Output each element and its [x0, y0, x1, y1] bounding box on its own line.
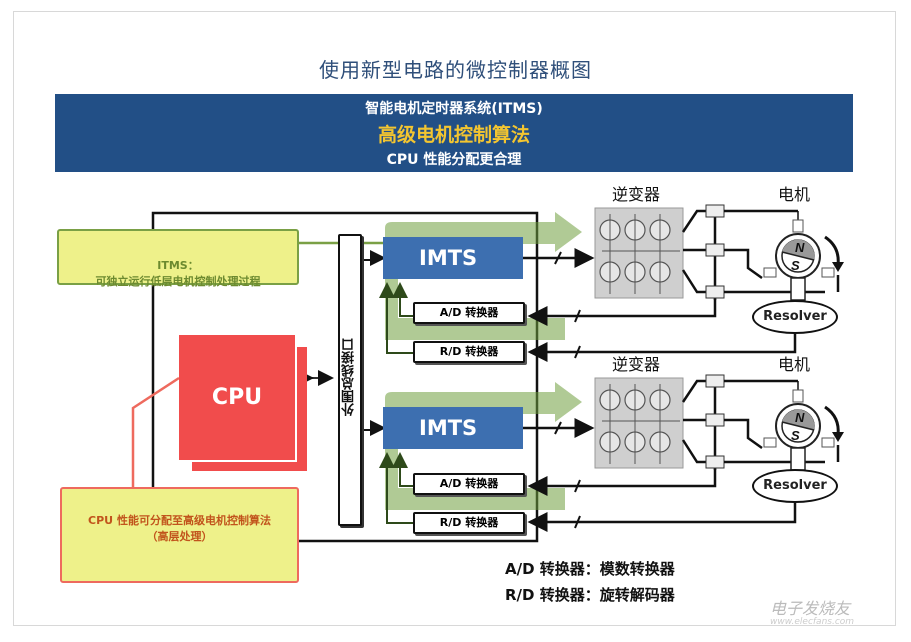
rd-converter-lower: R/D 转换器: [413, 512, 525, 534]
inverter-label-lower: 逆变器: [612, 355, 661, 374]
coil-icon: [821, 267, 835, 278]
motor-n-pole: N: [795, 240, 805, 255]
current-sensor-icon: [705, 413, 725, 427]
watermark-logo: 电子发烧友 www.elecfans.com: [770, 595, 854, 627]
header-banner: 智能电机定时器系统(ITMS) 高级电机控制算法 CPU 性能分配更合理: [55, 94, 853, 172]
cpu-label: CPU: [211, 385, 263, 410]
imts-label-lower: IMTS: [419, 416, 478, 440]
imts-block-upper: IMTS: [383, 237, 523, 279]
peripheral-bus-interface: [338, 234, 362, 526]
coil-icon: [763, 437, 777, 448]
coil-icon: [821, 437, 835, 448]
ad-converter-lower: A/D 转换器: [413, 473, 525, 495]
motor-label-lower: 电机: [778, 355, 811, 374]
itms-note-label: ITMS：: [157, 259, 199, 272]
watermark-text: 电子发烧友: [770, 599, 851, 618]
motor-s-pole: S: [791, 258, 800, 273]
ad-converter-upper: A/D 转换器: [413, 302, 525, 324]
inverter-label-upper: 逆变器: [612, 185, 661, 204]
cpu-note-connector: [131, 376, 180, 487]
imts-block-lower: IMTS: [383, 407, 523, 449]
resolver-lower: Resolver: [752, 469, 838, 503]
imts-label-upper: IMTS: [419, 246, 478, 270]
cpu-block: CPU: [179, 335, 297, 462]
peripheral-bus-label: 外围总线接口: [342, 338, 357, 416]
cpu-note-desc: CPU 性能可分配至高级电机控制算法: [88, 514, 271, 527]
coil-icon: [792, 219, 804, 233]
motor-shaft: [790, 277, 806, 301]
rotation-arrow-icon: [824, 235, 840, 266]
banner-line-algorithm: 高级电机控制算法: [377, 124, 530, 146]
banner-line-cpu: CPU 性能分配更合理: [386, 152, 522, 168]
cpu-note-sub: （高层处理）: [146, 530, 213, 543]
itms-note-desc: 可独立运行低层电机控制处理过程: [95, 275, 261, 288]
current-sensor-icon: [705, 204, 725, 218]
cpu-note: CPU 性能可分配至高级电机控制算法 （高层处理）: [60, 487, 299, 583]
legend-ad: A/D 转换器：模数转换器: [505, 560, 675, 578]
motor-label-upper: 电机: [778, 185, 811, 204]
motor-shaft: [790, 447, 806, 471]
resolver-upper: Resolver: [752, 300, 838, 334]
motor-n-pole: N: [795, 410, 805, 425]
watermark-url: www.elecfans.com: [770, 617, 855, 627]
coil-icon: [792, 389, 804, 403]
current-sensor-icon: [705, 455, 725, 469]
current-sensor-icon: [705, 243, 725, 257]
itms-note: ITMS： 可独立运行低层电机控制处理过程: [57, 229, 299, 288]
diagram-title: 使用新型电路的微控制器概图: [319, 58, 592, 82]
coil-icon: [763, 267, 777, 278]
current-sensor-icon: [705, 285, 725, 299]
rd-converter-upper: R/D 转换器: [413, 341, 525, 363]
motor-s-pole: S: [791, 428, 800, 443]
legend-rd: R/D 转换器：旋转解码器: [505, 586, 675, 604]
mcu-boundary: [151, 211, 539, 543]
banner-line-itms: 智能电机定时器系统(ITMS): [365, 101, 543, 117]
rotation-arrow-icon: [824, 405, 840, 436]
current-sensor-icon: [705, 374, 725, 388]
